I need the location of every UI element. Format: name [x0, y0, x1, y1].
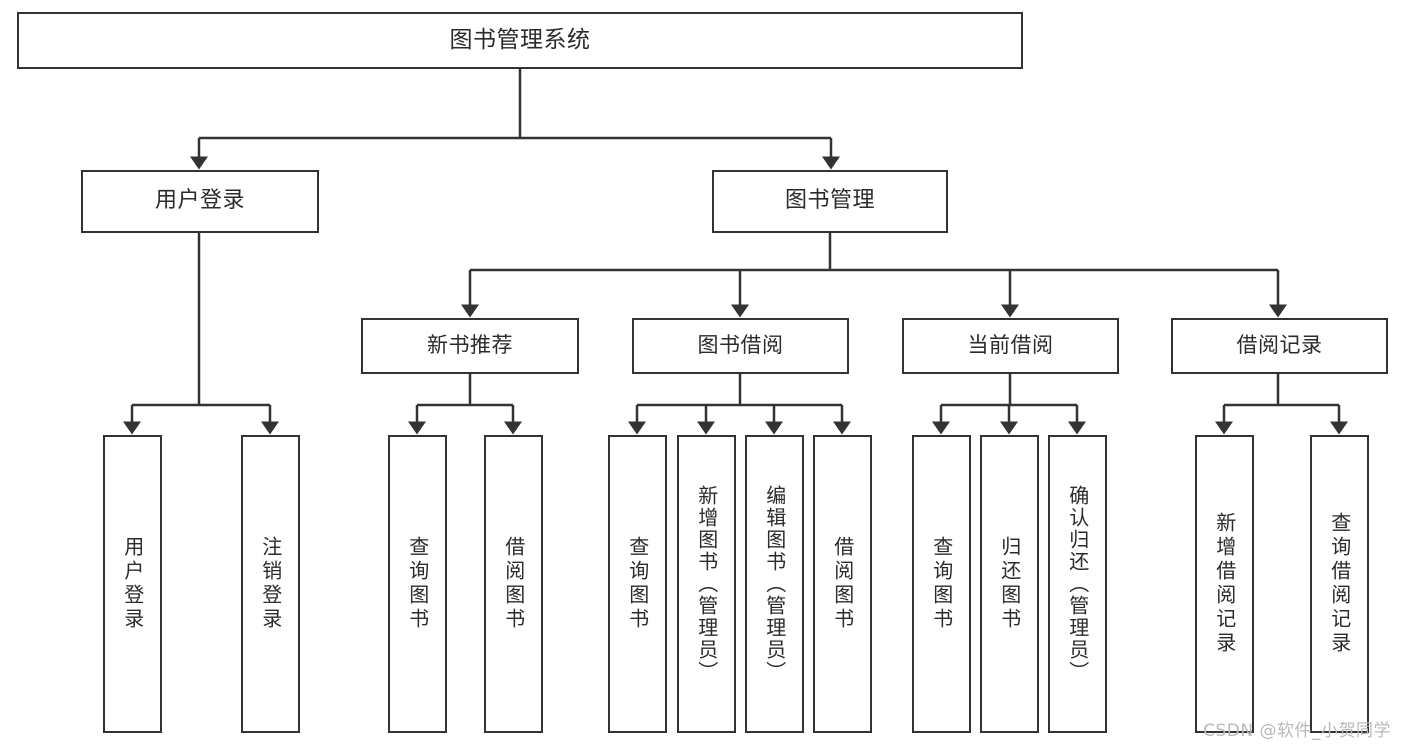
node-label: 注销登录: [258, 536, 283, 632]
node-label: 用户登录: [120, 536, 145, 632]
leaf-record-query-record[interactable]: 查询借阅记录: [1310, 435, 1369, 733]
leaf-current-query-book[interactable]: 查询图书: [912, 435, 971, 733]
node-label: 新书推荐: [427, 333, 513, 358]
node-root-system[interactable]: 图书管理系统: [17, 12, 1023, 69]
node-current-borrow[interactable]: 当前借阅: [902, 318, 1119, 374]
node-label: 查询图书: [929, 536, 954, 632]
node-label: 查询图书: [405, 536, 430, 632]
node-label: 新增借阅记录: [1212, 512, 1237, 656]
node-label: 图书借阅: [697, 333, 784, 358]
node-label: 图书管理系统: [449, 26, 591, 53]
node-label: 新增图书（管理员）: [694, 485, 719, 683]
leaf-borrow-add-book-admin[interactable]: 新增图书（管理员）: [677, 435, 736, 733]
node-label: 查询借阅记录: [1327, 512, 1352, 656]
node-label: 借阅图书: [830, 536, 855, 632]
leaf-borrow-query-book[interactable]: 查询图书: [608, 435, 667, 733]
node-label: 当前借阅: [967, 333, 1054, 358]
node-borrow-record[interactable]: 借阅记录: [1171, 318, 1388, 374]
leaf-borrow-borrow-book[interactable]: 借阅图书: [813, 435, 872, 733]
node-label: 借阅图书: [501, 536, 526, 632]
leaf-current-confirm-return-admin[interactable]: 确认归还（管理员）: [1048, 435, 1107, 733]
node-label: 确认归还（管理员）: [1065, 485, 1090, 683]
leaf-record-add-record[interactable]: 新增借阅记录: [1195, 435, 1254, 733]
node-label: 图书管理: [784, 188, 875, 214]
node-label: 查询图书: [625, 536, 650, 632]
leaf-user-login-login[interactable]: 用户登录: [103, 435, 162, 733]
node-label: 借阅记录: [1236, 333, 1323, 358]
node-label: 编辑图书（管理员）: [762, 485, 787, 683]
leaf-user-login-logout[interactable]: 注销登录: [241, 435, 300, 733]
leaf-borrow-edit-book-admin[interactable]: 编辑图书（管理员）: [745, 435, 804, 733]
leaf-current-return-book[interactable]: 归还图书: [980, 435, 1039, 733]
node-book-borrow[interactable]: 图书借阅: [632, 318, 849, 374]
leaf-new-book-borrow[interactable]: 借阅图书: [484, 435, 543, 733]
node-label: 归还图书: [997, 536, 1022, 632]
node-label: 用户登录: [154, 188, 245, 214]
node-user-login[interactable]: 用户登录: [81, 170, 319, 233]
leaf-new-book-query[interactable]: 查询图书: [388, 435, 447, 733]
csdn-watermark: CSDN @软件_小贺同学: [1203, 721, 1391, 741]
node-new-book-recommend[interactable]: 新书推荐: [361, 318, 579, 374]
node-book-management[interactable]: 图书管理: [712, 170, 948, 233]
